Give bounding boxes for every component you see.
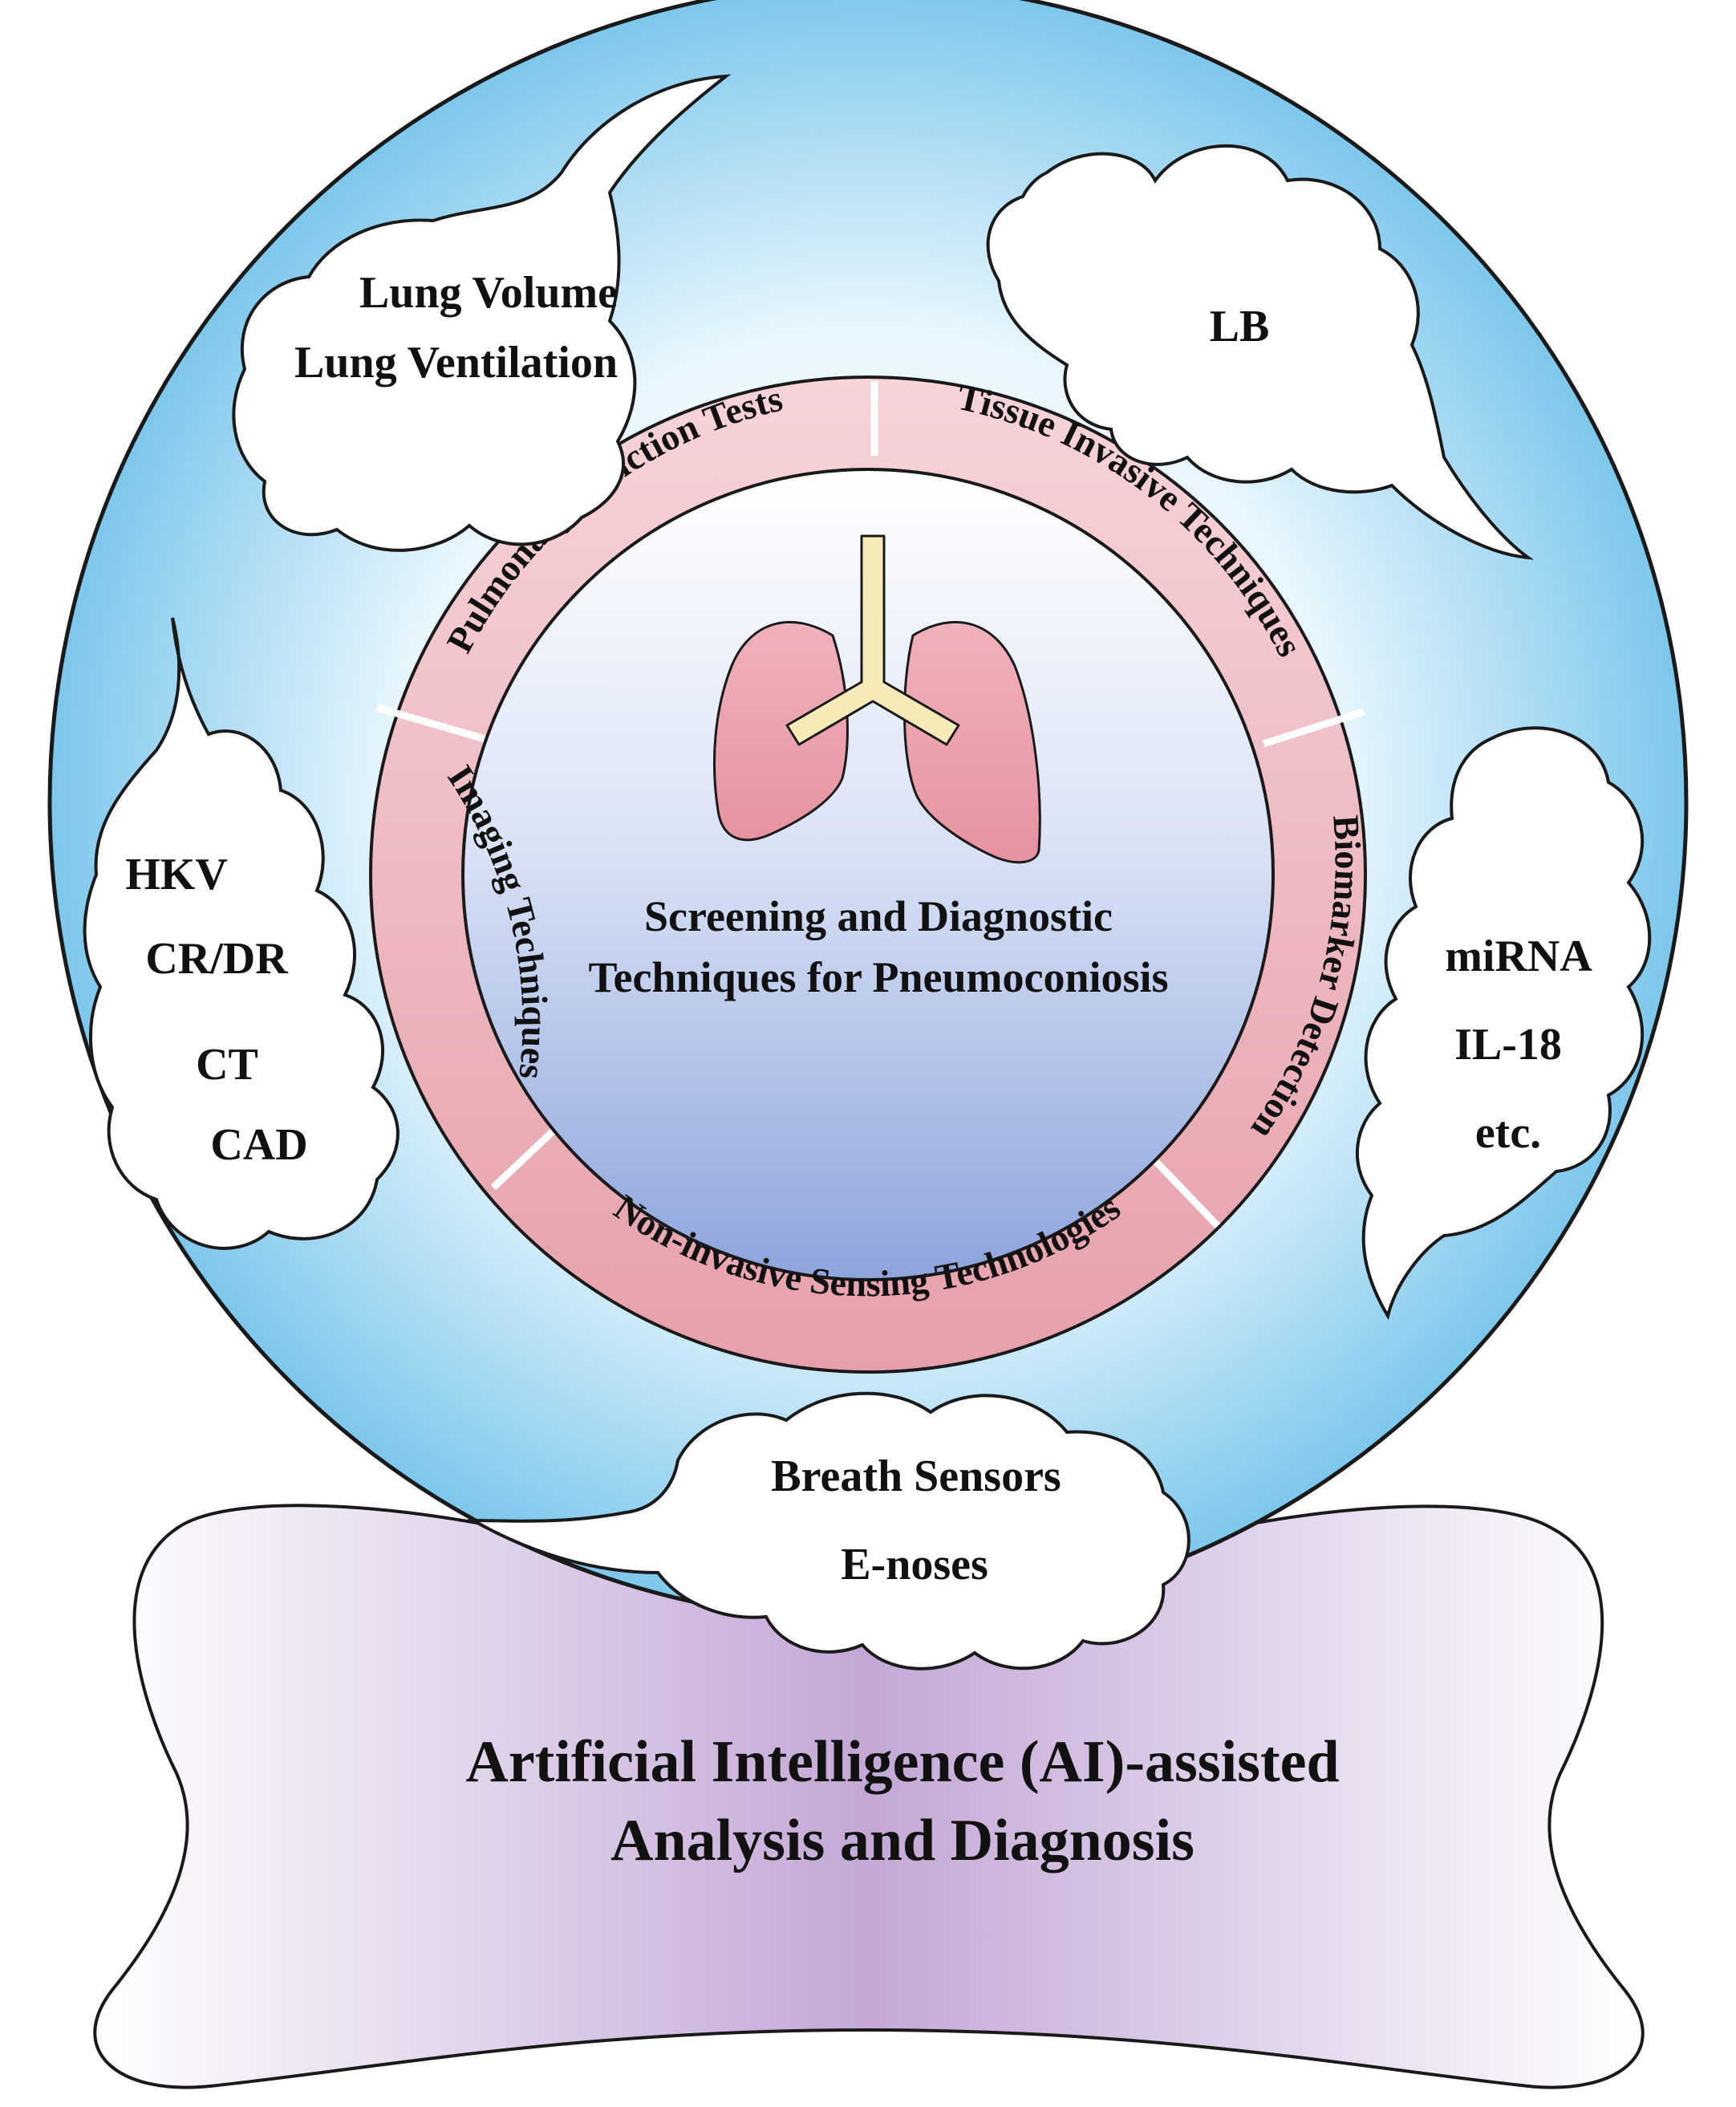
divider-right [1262,708,1365,748]
inner-circle [461,468,1275,1281]
center-title-line1: Screening and Diagnostic [644,892,1113,940]
cloud-noninvasive: Breath Sensors E-noses [467,1391,1190,1671]
cloud-tissue: LB [986,144,1535,560]
cloud-pft: Lung Volume Lung Ventilation [232,74,732,552]
cloud-biomarker-shape [1355,726,1652,1321]
left-lung [712,620,849,842]
ai-title-line1: Artificial Intelligence (AI)-assisted [465,1729,1339,1795]
cloud-imaging-line4: CAD [210,1120,307,1170]
cloud-tissue-shape [986,144,1535,560]
cloud-biomarker-line3: etc. [1475,1108,1541,1158]
ai-title-line2: Analysis and Diagnosis [610,1808,1195,1874]
lungs-icon [712,534,1041,864]
trachea [785,534,960,746]
cloud-noninvasive-line2: E-noses [841,1540,988,1589]
cloud-noninvasive-shape [467,1391,1190,1671]
cloud-imaging: HKV CR/DR CT CAD [83,617,400,1250]
cloud-biomarker-line2: IL-18 [1454,1020,1562,1070]
cloud-imaging-line3: CT [196,1040,258,1090]
right-lung [903,620,1041,864]
center-title-line2: Techniques for Pneumoconiosis [588,953,1168,1001]
cloud-pft-shape [232,74,732,552]
cloud-biomarker: miRNA IL-18 etc. [1355,726,1652,1321]
cloud-pft-line2: Lung Ventilation [294,338,618,388]
cloud-tissue-line1: LB [1210,302,1270,351]
cloud-imaging-shape [83,617,400,1250]
ai-base: Artificial Intelligence (AI)-assisted An… [93,1504,1645,2089]
cloud-biomarker-line1: miRNA [1445,932,1592,981]
cloud-pft-line1: Lung Volume [359,268,618,318]
cloud-noninvasive-line1: Breath Sensors [771,1451,1061,1501]
cloud-imaging-line2: CR/DR [145,934,288,984]
cloud-imaging-line1: HKV [125,850,228,899]
divider-left [375,704,489,744]
